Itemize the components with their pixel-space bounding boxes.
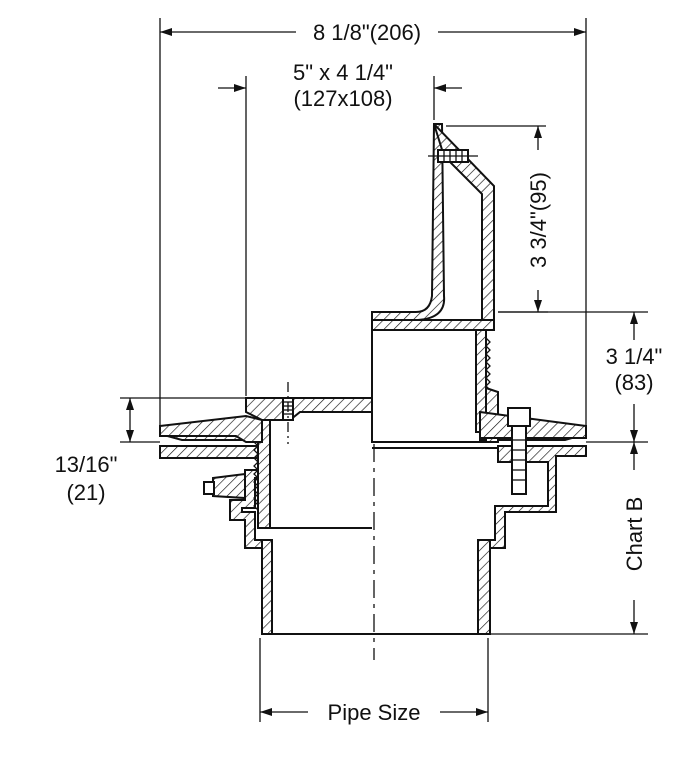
upper-height-label-line1: 3 1/4" [606,344,663,369]
dimension-overall-width: 8 1/8"(206) [159,18,587,432]
dimension-strainer-size: 5" x 4 1/4" (127x108) [218,60,462,396]
dimension-lower-height: Chart B [490,442,648,635]
strainer-sleeve [371,327,587,449]
dimension-flange-thickness: 13/16" (21) [55,397,246,505]
flange-thickness-label-line1: 13/16" [55,452,118,477]
strainer-size-label-line1: 5" x 4 1/4" [293,60,393,85]
strainer-size-label-line2: (127x108) [293,86,392,111]
flange-thickness-label-line2: (21) [66,480,105,505]
overall-width-label: 8 1/8"(206) [313,20,421,45]
dimension-upper-height: 3 1/4" (83) [498,311,663,443]
dimension-pipe-size: Pipe Size [259,638,489,725]
lower-height-label: Chart B [622,497,647,572]
threaded-sleeve-left [253,419,372,529]
dimension-riser-height: 3 3/4"(95) [446,125,551,313]
funnel-riser [371,123,495,331]
pipe-size-label: Pipe Size [328,700,421,725]
center-lines [287,382,375,660]
upper-height-label-line2: (83) [614,370,653,395]
clamp-bolt [507,407,531,495]
side-plug [203,472,246,500]
riser-height-label: 3 3/4"(95) [526,172,551,268]
